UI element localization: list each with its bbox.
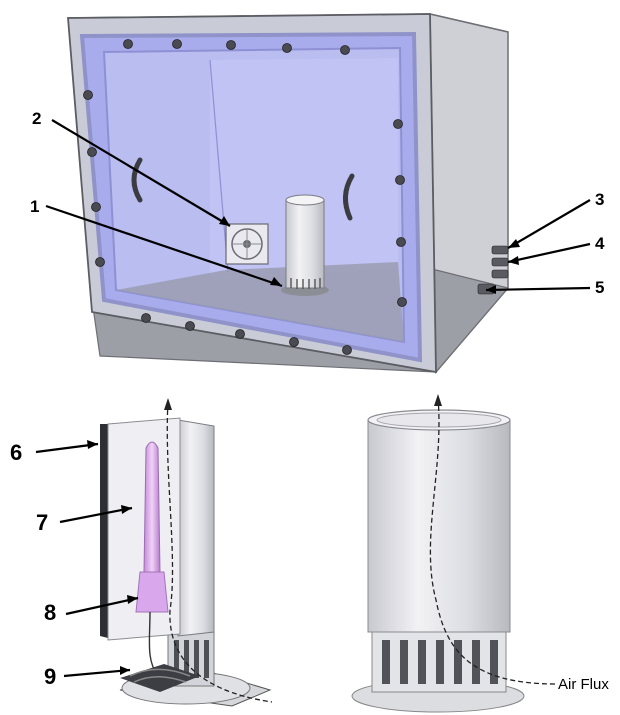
- callout-7: 7: [36, 510, 48, 535]
- bolt: [83, 90, 93, 100]
- closed-top-opening: [376, 412, 502, 428]
- right-handle: [343, 173, 355, 221]
- bolt: [87, 147, 97, 157]
- callout-arrows: [35, 119, 591, 678]
- bolt: [289, 337, 299, 347]
- callout-labels: 1 2 3 4 5 6 7 8 9 Air Flux: [10, 109, 609, 693]
- connector: [491, 257, 509, 267]
- callout-9: 9: [44, 664, 56, 689]
- closed-body: [367, 419, 511, 633]
- callout-3: 3: [595, 190, 604, 209]
- arrow-1: [45, 204, 283, 288]
- connector: [491, 269, 509, 279]
- bolt: [235, 329, 245, 339]
- chamber: [67, 13, 510, 374]
- arrow-3: [507, 199, 591, 249]
- cutaway-air-flux-arrowhead: [164, 398, 172, 410]
- arrow-4: [507, 242, 591, 264]
- bolt: [172, 39, 182, 49]
- bolt: [91, 202, 101, 212]
- uv-lamp: [143, 441, 161, 573]
- interior-floor: [116, 262, 404, 342]
- closed-air-flux-arrowhead: [434, 394, 442, 406]
- bolt: [185, 321, 195, 331]
- air-flux-label: Air Flux: [558, 676, 609, 693]
- bolt: [396, 237, 406, 247]
- closed-air-flux-path: [429, 397, 557, 685]
- bolt: [226, 40, 236, 50]
- purifier-closed: [351, 394, 557, 713]
- small-purifier-vents: [290, 278, 321, 289]
- callout-2: 2: [32, 109, 41, 128]
- connector: [491, 245, 509, 255]
- bolt: [123, 39, 133, 49]
- bolt: [342, 345, 352, 355]
- cutaway-shell-back: [177, 419, 215, 637]
- bolt: [282, 43, 292, 53]
- left-handle: [131, 157, 143, 203]
- frame-bolts: [83, 39, 407, 355]
- fan: [225, 223, 269, 265]
- bolt: [95, 257, 105, 267]
- small-purifier: [281, 194, 329, 296]
- arrow-2: [51, 119, 231, 227]
- cutaway-fan: [120, 664, 200, 692]
- small-purifier-body: [285, 199, 325, 289]
- arrow-9: [63, 668, 131, 678]
- closed-vents: [382, 640, 498, 684]
- callout-8: 8: [44, 600, 56, 625]
- bolt: [393, 119, 403, 129]
- arrow-7: [59, 506, 133, 524]
- arrow-5: [485, 286, 591, 292]
- cutaway-shell-front: [100, 424, 108, 638]
- callout-4: 4: [595, 234, 605, 253]
- purifier-cutaway: [100, 398, 273, 707]
- arrow-8: [65, 596, 139, 616]
- lamp-socket: [135, 571, 169, 613]
- bolt: [340, 45, 350, 55]
- cutaway-vents: [174, 640, 209, 678]
- callout-1: 1: [30, 197, 39, 216]
- callout-5: 5: [595, 278, 604, 297]
- bolt: [397, 297, 407, 307]
- callout-6: 6: [10, 440, 22, 465]
- small-purifier-top: [285, 194, 325, 206]
- cutaway-air-flux-path: [166, 401, 273, 703]
- bolt: [395, 175, 405, 185]
- interior-wall-edge: [209, 59, 229, 273]
- bolt: [141, 313, 151, 323]
